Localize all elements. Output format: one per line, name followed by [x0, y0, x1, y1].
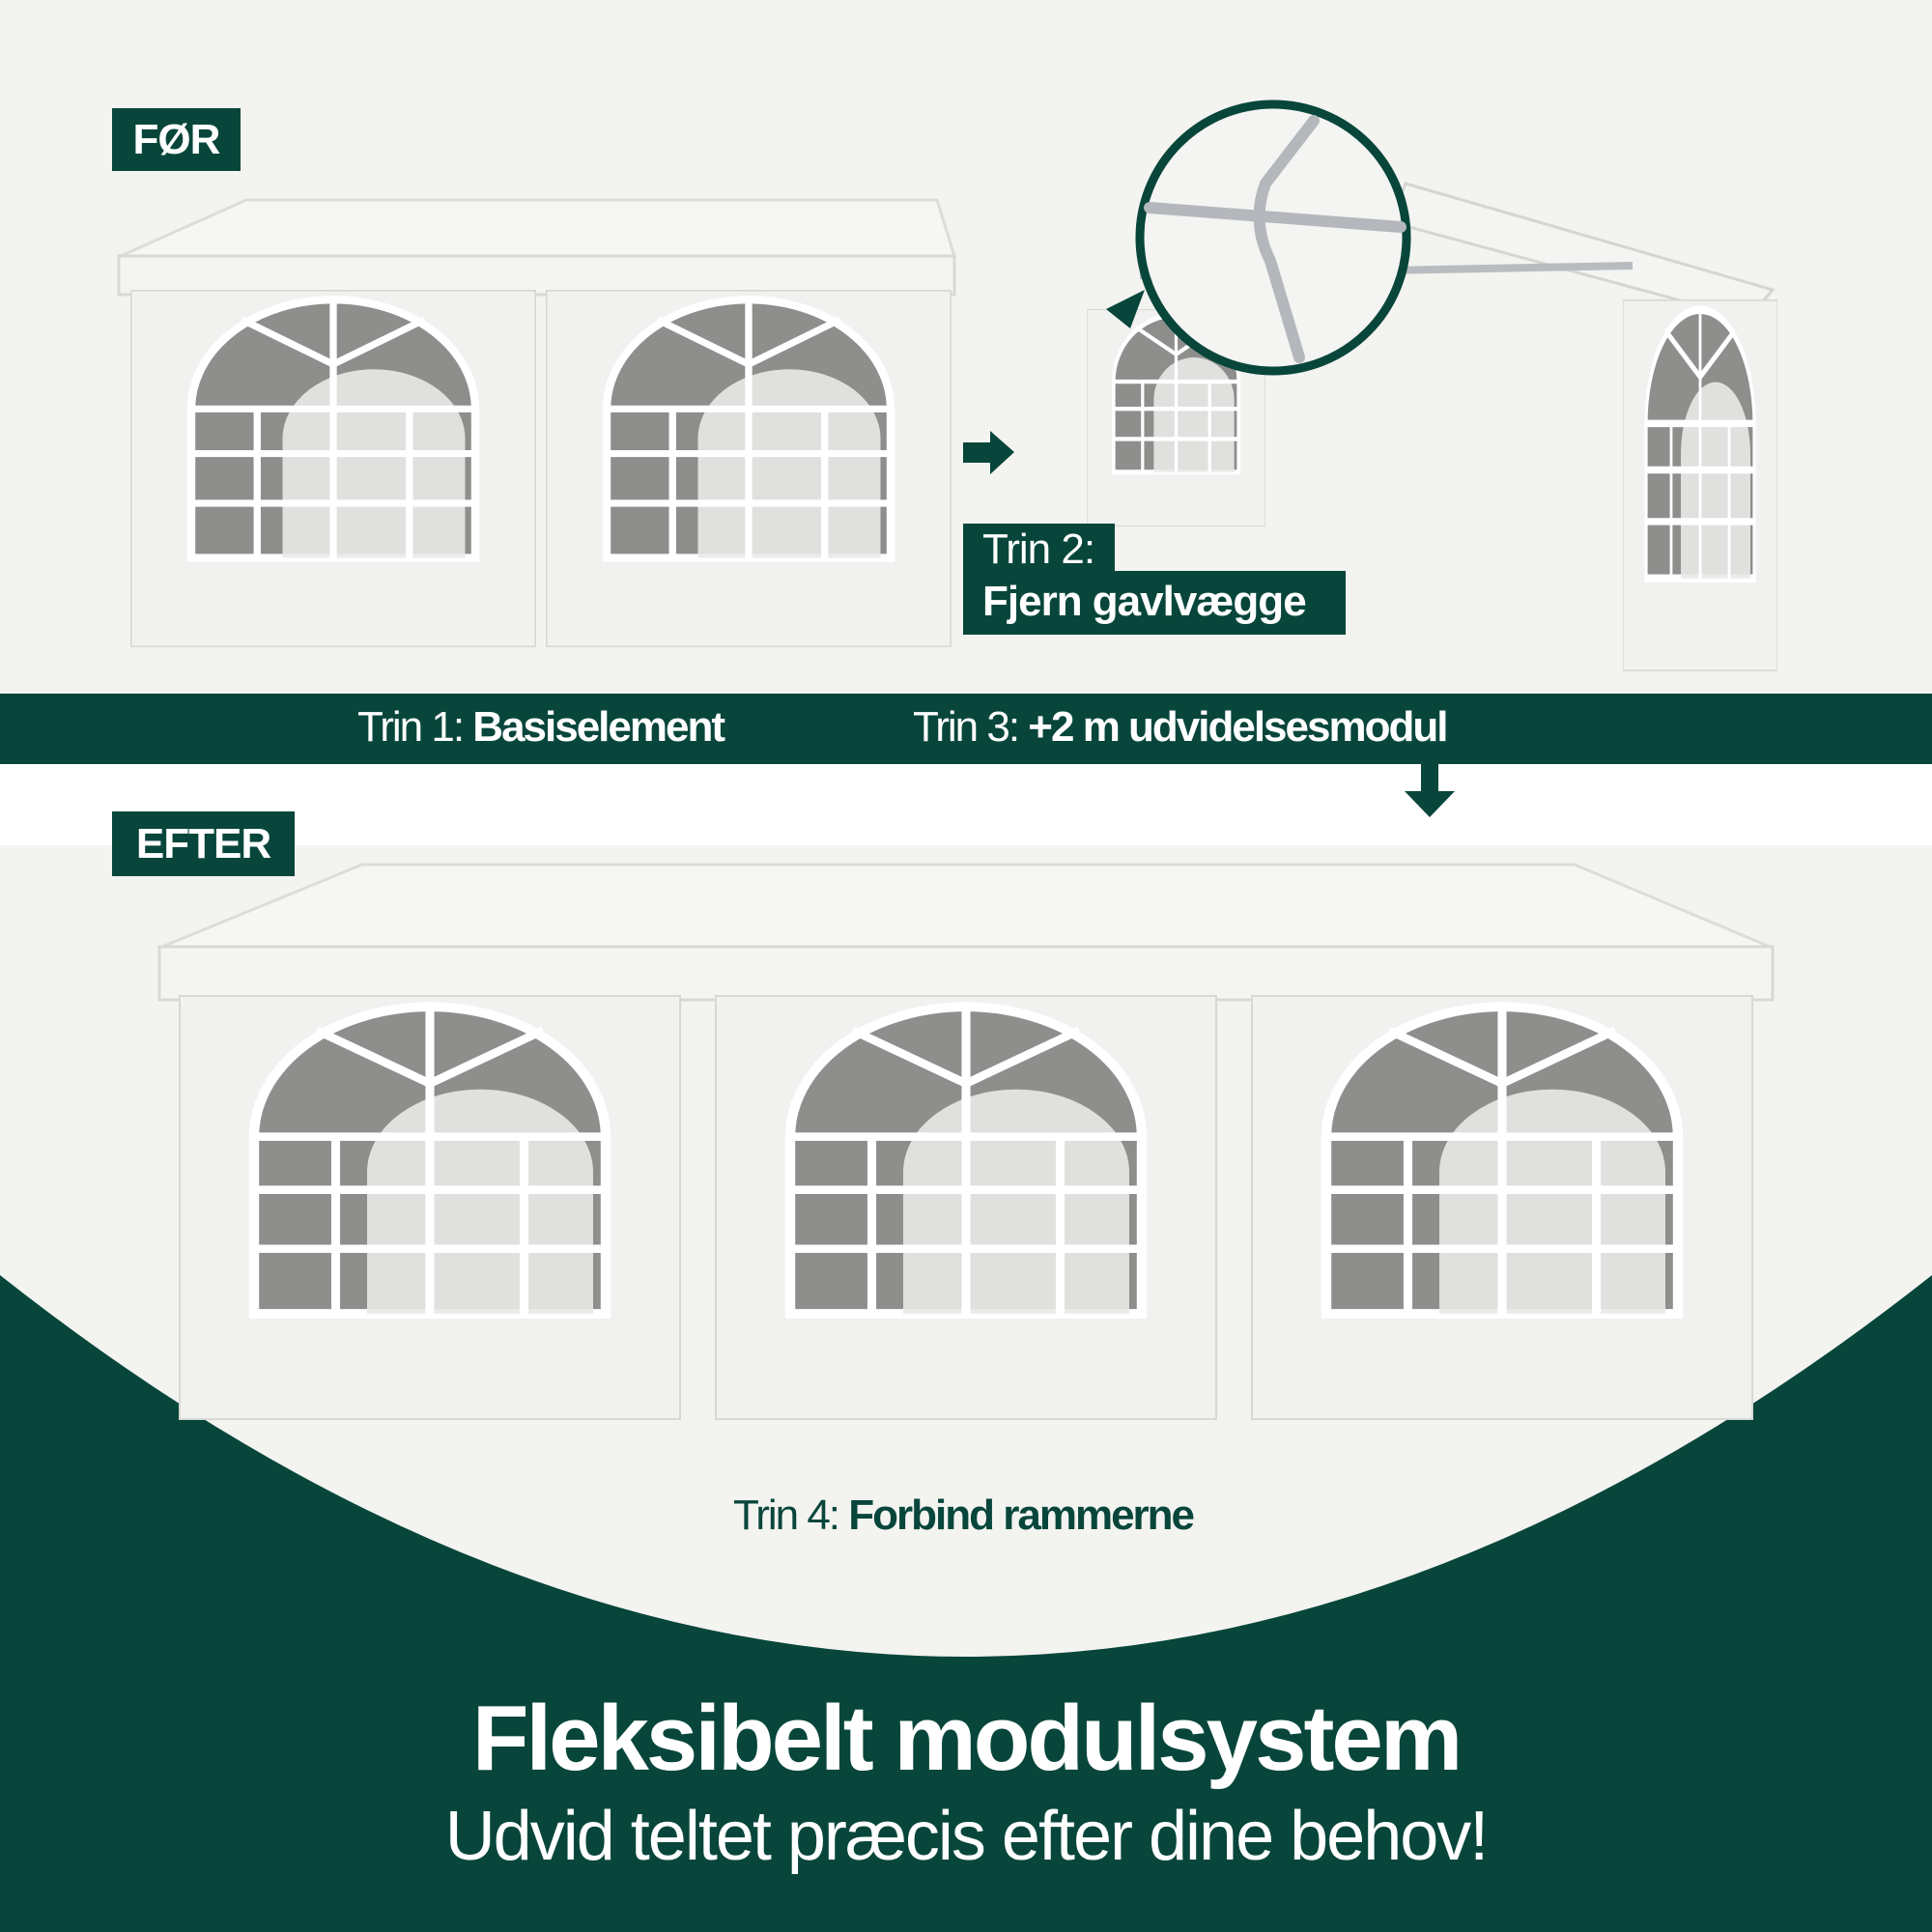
step3-prefix: Trin 3:: [913, 703, 1020, 751]
headline: Fleksibelt modulsystem: [471, 1687, 1463, 1790]
step4-caption: Trin 4: Forbind rammerne: [0, 1492, 1926, 1540]
step3-text: +2 m udvidelsesmodul: [1028, 703, 1448, 751]
opened-tent-image: [1087, 99, 1777, 966]
step2-prefix: Trin 2:: [963, 524, 1115, 573]
step1-caption: Trin 1: Basiselement: [357, 703, 725, 752]
step4-prefix: Trin 4:: [732, 1492, 840, 1539]
green-curve-background: [0, 1275, 1932, 1932]
arrow-down-icon: [1405, 764, 1455, 817]
steps-band: [0, 694, 1932, 764]
step2-text: Fjern gavlvægge: [963, 571, 1346, 635]
step4-text: Forbind rammerne: [848, 1492, 1195, 1539]
arrow-right-icon: [963, 431, 1014, 474]
detail-zoom-circle: [1135, 99, 1411, 376]
after-label: EFTER: [112, 811, 295, 876]
subheadline: Udvid teltet præcis efter dine behov!: [444, 1798, 1490, 1875]
white-separator: [0, 764, 1932, 845]
step1-prefix: Trin 1:: [357, 703, 465, 751]
step3-caption: Trin 3: +2 m udvidelsesmodul: [913, 703, 1448, 752]
step1-text: Basiselement: [472, 703, 725, 751]
extended-tent-image: [157, 863, 1775, 1420]
before-label: FØR: [112, 108, 241, 171]
base-tent-image: [117, 198, 957, 647]
